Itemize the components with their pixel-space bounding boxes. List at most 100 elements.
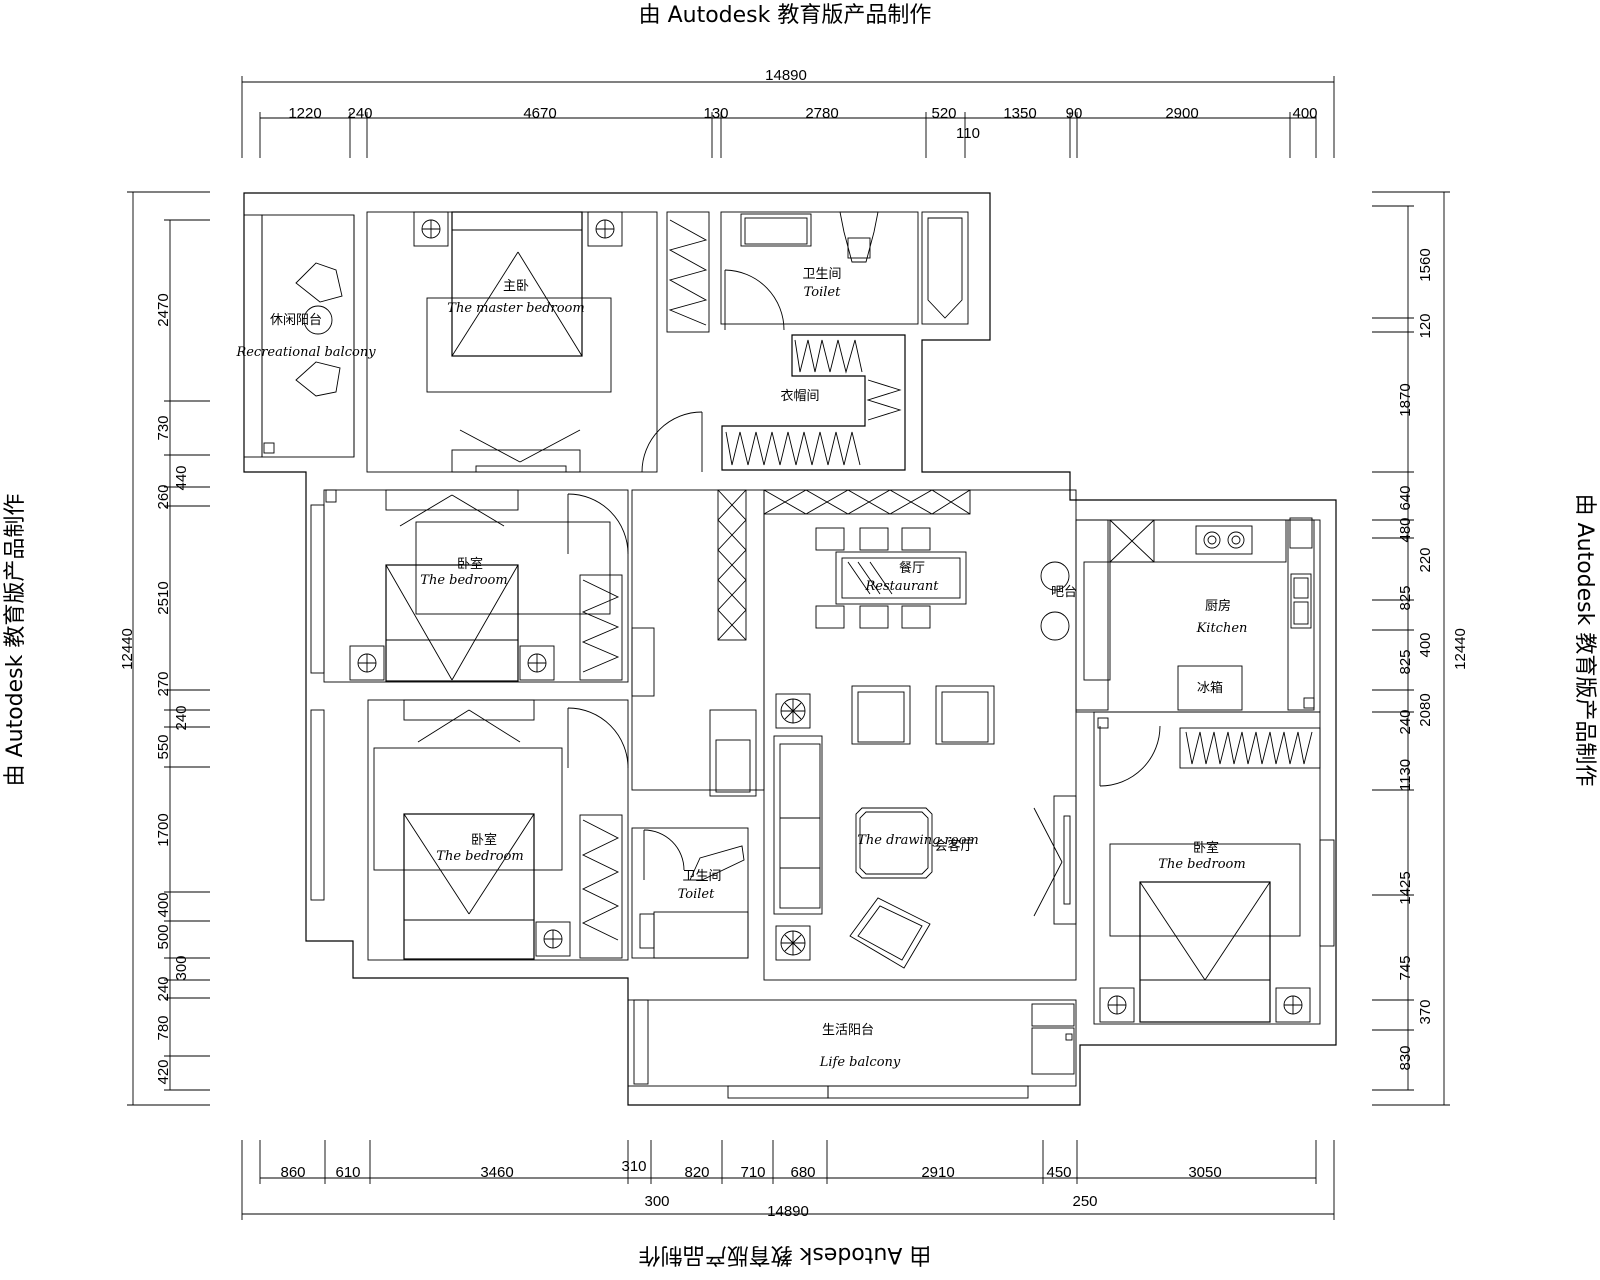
left-dimension: 420 bbox=[155, 1059, 172, 1084]
right-dimension-inner: 830 bbox=[1397, 1045, 1414, 1070]
tv-cabinet bbox=[451, 429, 581, 473]
toilet-2-label-cn: 卫生间 bbox=[682, 869, 721, 884]
left-dimension: 780 bbox=[155, 1015, 172, 1040]
top-dimension-lines bbox=[241, 76, 1335, 158]
right-dimension: 370 bbox=[1417, 999, 1434, 1024]
right-dimension-lines bbox=[1372, 191, 1450, 1106]
bottom-dimension: 310 bbox=[621, 1158, 646, 1175]
bottom-dimension: 3460 bbox=[480, 1164, 513, 1181]
nightstand-lamp-icon bbox=[349, 645, 385, 681]
bedroom-3-label-cn: 卧室 bbox=[1193, 840, 1219, 856]
left-dimension: 260 bbox=[155, 484, 172, 509]
bedroom-2 bbox=[310, 699, 629, 961]
restaurant-label-cn: 餐厅 bbox=[899, 560, 925, 576]
recreational-balcony-label-cn: 休闲阳台 bbox=[270, 313, 322, 328]
toilet-1-label-en: Toilet bbox=[804, 285, 841, 300]
sink-icon bbox=[1290, 573, 1312, 629]
bedroom-1 bbox=[310, 489, 629, 683]
sofa-icon bbox=[773, 735, 823, 915]
top-dimension: 400 bbox=[1292, 105, 1317, 122]
nightstand-lamp-icon bbox=[1099, 987, 1135, 1023]
nightstand-lamp-icon bbox=[413, 211, 449, 247]
left-dimension: 1700 bbox=[155, 813, 172, 846]
master-bedroom bbox=[366, 211, 658, 473]
left-dimension: 300 bbox=[173, 955, 190, 980]
right-dimension: 745 bbox=[1397, 955, 1414, 980]
bedroom-3 bbox=[1093, 711, 1335, 1025]
left-dimension: 440 bbox=[173, 465, 190, 490]
left-dimension: 240 bbox=[155, 976, 172, 1001]
top-dimension: 1220 bbox=[288, 105, 321, 122]
life-balcony-label-en: Life balcony bbox=[819, 1055, 901, 1070]
bottom-total-dimension: 14890 bbox=[767, 1203, 809, 1220]
tv-unit bbox=[1033, 795, 1077, 925]
dining-chair-icon bbox=[815, 527, 931, 629]
toilet-2-label-en: Toilet bbox=[678, 887, 715, 902]
toilet-icon bbox=[839, 211, 879, 263]
left-dimension: 2470 bbox=[155, 293, 172, 326]
plant-icon bbox=[775, 693, 811, 961]
bottom-dimension: 450 bbox=[1046, 1164, 1071, 1181]
top-dimension: 520 bbox=[931, 105, 956, 122]
bedroom-1-label-cn: 卧室 bbox=[457, 556, 483, 572]
left-dimension: 550 bbox=[155, 734, 172, 759]
bottom-dimension: 710 bbox=[740, 1164, 765, 1181]
bottom-dimension: 610 bbox=[335, 1164, 360, 1181]
right-dimension: 1130 bbox=[1397, 759, 1414, 791]
right-dimension: 220 bbox=[1417, 547, 1434, 572]
kitchen-label-cn: 厨房 bbox=[1205, 598, 1231, 614]
right-dimension: 400 bbox=[1417, 632, 1434, 657]
top-dimension-extra: 110 bbox=[956, 125, 980, 142]
bottom-dimension: 3050 bbox=[1188, 1164, 1221, 1181]
master-bedroom-label-cn: 主卧 bbox=[503, 279, 529, 294]
nightstand-lamp-icon bbox=[535, 921, 571, 957]
bedroom-2-label-en: The bedroom bbox=[436, 849, 523, 864]
left-dimension-lines bbox=[127, 191, 210, 1106]
left-dimension: 400 bbox=[155, 892, 172, 917]
right-dimension: 1870 bbox=[1397, 383, 1414, 416]
stove-icon bbox=[1195, 525, 1253, 555]
right-dimension: 640 bbox=[1397, 485, 1414, 510]
kitchen-label-en: Kitchen bbox=[1196, 621, 1248, 636]
fridge-label: 冰箱 bbox=[1197, 680, 1223, 696]
bottom-dimension: 680 bbox=[790, 1164, 815, 1181]
top-total-dimension: 14890 bbox=[765, 67, 807, 84]
bar-stool-icon bbox=[1040, 561, 1070, 641]
dining-living-area bbox=[763, 489, 1077, 981]
master-wardrobe bbox=[666, 211, 710, 333]
right-dimension: 120 bbox=[1417, 313, 1434, 338]
toilet-1-label-cn: 卫生间 bbox=[802, 267, 841, 282]
dining-table bbox=[835, 551, 967, 605]
top-dimension: 240 bbox=[347, 105, 372, 122]
fridge bbox=[1177, 665, 1243, 711]
bottom-dimension-lines bbox=[241, 1140, 1335, 1220]
hallway bbox=[631, 489, 765, 797]
coffee-table bbox=[855, 807, 933, 879]
bottom-dimension: 860 bbox=[280, 1164, 305, 1181]
top-dimension: 2900 bbox=[1165, 105, 1198, 122]
nightstand-lamp-icon bbox=[1275, 987, 1311, 1023]
toilet-icon bbox=[689, 845, 745, 881]
bathtub-icon bbox=[921, 211, 969, 325]
right-dimension: 1560 bbox=[1417, 248, 1434, 281]
life-balcony-label-cn: 生活阳台 bbox=[822, 1023, 874, 1038]
toilet-1 bbox=[720, 211, 969, 331]
recreational-balcony-label-en: Recreational balcony bbox=[235, 345, 376, 360]
master-bedroom-label-en: The master bedroom bbox=[447, 301, 584, 316]
right-dimension-inner: 825 bbox=[1397, 585, 1414, 610]
watermark-bottom: 由 Autodesk 教育版产品制作 bbox=[639, 1242, 932, 1267]
bottom-dimension: 820 bbox=[684, 1164, 709, 1181]
left-dimension: 730 bbox=[155, 415, 172, 440]
top-dimension: 90 bbox=[1066, 105, 1083, 122]
bedroom-2-label-cn: 卧室 bbox=[471, 832, 497, 848]
left-dimension: 270 bbox=[155, 671, 172, 696]
cloakroom-label: 衣帽间 bbox=[780, 388, 819, 404]
drawing-room-label-en: The drawing room bbox=[857, 833, 978, 848]
bottom-dimension-extra: 250 bbox=[1072, 1193, 1097, 1210]
nightstand-lamp-icon bbox=[587, 211, 623, 247]
watermark-right: 由 Autodesk 教育版产品制作 bbox=[1572, 494, 1597, 787]
top-dimension: 130 bbox=[703, 105, 728, 122]
watermark-left: 由 Autodesk 教育版产品制作 bbox=[3, 494, 28, 787]
